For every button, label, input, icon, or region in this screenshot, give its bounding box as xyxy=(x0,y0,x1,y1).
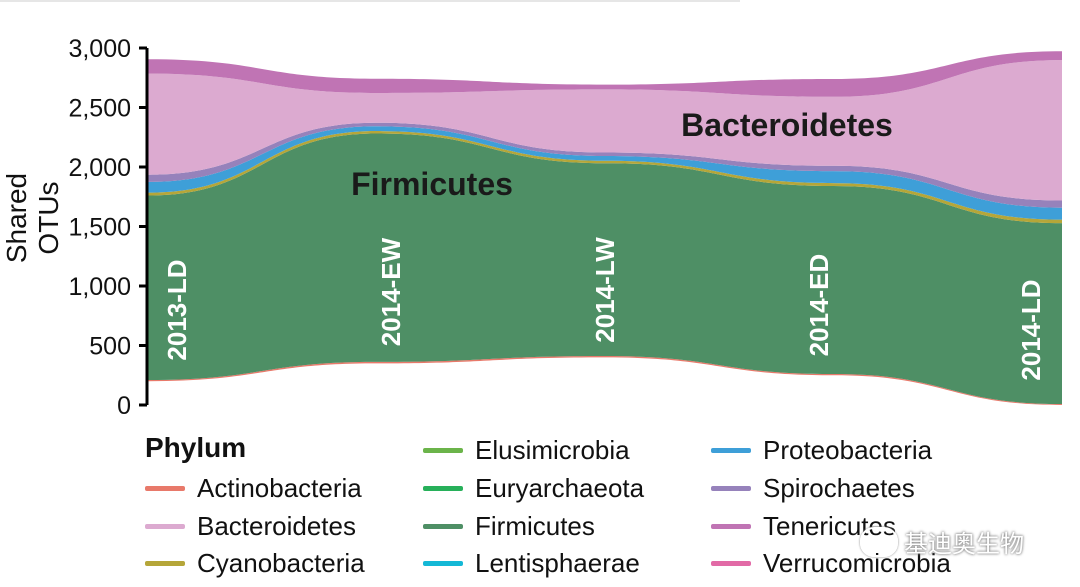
category-labels: 2013-LD 2014-EW 2014-LW 2014-ED 2014-LD xyxy=(162,237,1046,381)
legend-label: Cyanobacteria xyxy=(197,547,365,578)
legend-item-firmicutes: Firmicutes xyxy=(423,510,595,542)
wechat-icon xyxy=(860,526,898,557)
area-bacteroidetes xyxy=(148,60,1062,201)
legend-swatch xyxy=(423,447,463,453)
legend-label: Firmicutes xyxy=(475,510,595,541)
legend-label: Elusimicrobia xyxy=(475,434,630,465)
legend-label: Euryarchaeota xyxy=(475,472,645,503)
annotation-firmicutes: Firmicutes xyxy=(351,166,513,202)
legend-item-spirochaetes: Spirochaetes xyxy=(711,472,915,504)
y-tick-label: 1,000 xyxy=(68,273,131,301)
legend-item-proteobacteria: Proteobacteria xyxy=(711,434,932,466)
legend-title: Phylum xyxy=(145,432,247,463)
legend-label: Lentisphaerae xyxy=(475,547,640,578)
legend-swatch xyxy=(711,447,751,453)
annotation-bacteroidetes: Bacteroidetes xyxy=(681,107,893,143)
legend-label: Bacteroidetes xyxy=(197,510,356,541)
y-tick-label: 500 xyxy=(89,333,131,361)
legend-swatch xyxy=(145,485,185,491)
legend-swatch xyxy=(711,560,751,566)
legend-item-cyanobacteria: Cyanobacteria xyxy=(145,547,365,579)
legend-item-verrucomicrobia: Verrucomicrobia xyxy=(711,547,951,579)
legend-label: Actinobacteria xyxy=(197,472,362,503)
y-axis: 0 500 1,000 1,500 2,000 2,500 3,000 xyxy=(68,35,149,420)
y-tick-label: 2,500 xyxy=(68,95,131,123)
y-tick-label: 0 xyxy=(117,392,131,420)
legend-swatch xyxy=(423,560,463,566)
legend-item-bacteroidetes: Bacteroidetes xyxy=(145,510,356,542)
y-tick-label: 2,000 xyxy=(68,154,131,182)
legend-swatch xyxy=(711,523,751,529)
watermark: 基迪奥生物 xyxy=(860,524,1024,559)
legend-item-lentisphaerae: Lentisphaerae xyxy=(423,547,640,579)
legend-label: Verrucomicrobia xyxy=(763,547,951,578)
area-firmicutes xyxy=(148,133,1062,405)
category-label-2014-ed: 2014-ED xyxy=(804,254,834,357)
legend-swatch xyxy=(145,560,185,566)
area-layers xyxy=(148,51,1062,405)
legend-swatch xyxy=(423,485,463,491)
legend-label: Proteobacteria xyxy=(763,434,933,465)
legend-swatch xyxy=(145,523,185,529)
area-tenericutes xyxy=(148,51,1062,97)
top-border-line xyxy=(0,0,740,2)
legend-swatch xyxy=(711,485,751,491)
legend-item-euryarchaeota: Euryarchaeota xyxy=(423,472,644,504)
y-tick-label: 3,000 xyxy=(68,35,131,63)
legend-item-actinobacteria: Actinobacteria xyxy=(145,472,362,504)
watermark-text: 基迪奥生物 xyxy=(904,531,1024,558)
category-label-2014-lw: 2014-LW xyxy=(590,237,620,343)
category-label-2014-ew: 2014-EW xyxy=(376,237,406,346)
category-label-2014-ld: 2014-LD xyxy=(1016,279,1046,380)
legend-label: Spirochaetes xyxy=(763,472,915,503)
y-axis-label: Shared OTUs xyxy=(1,172,64,264)
legend-item-elusimicrobia: Elusimicrobia xyxy=(423,434,630,466)
category-label-2013-ld: 2013-LD xyxy=(162,259,192,360)
y-tick-label: 1,500 xyxy=(68,214,131,242)
legend-swatch xyxy=(423,523,463,529)
annotations: Firmicutes Bacteroidetes xyxy=(351,107,893,202)
